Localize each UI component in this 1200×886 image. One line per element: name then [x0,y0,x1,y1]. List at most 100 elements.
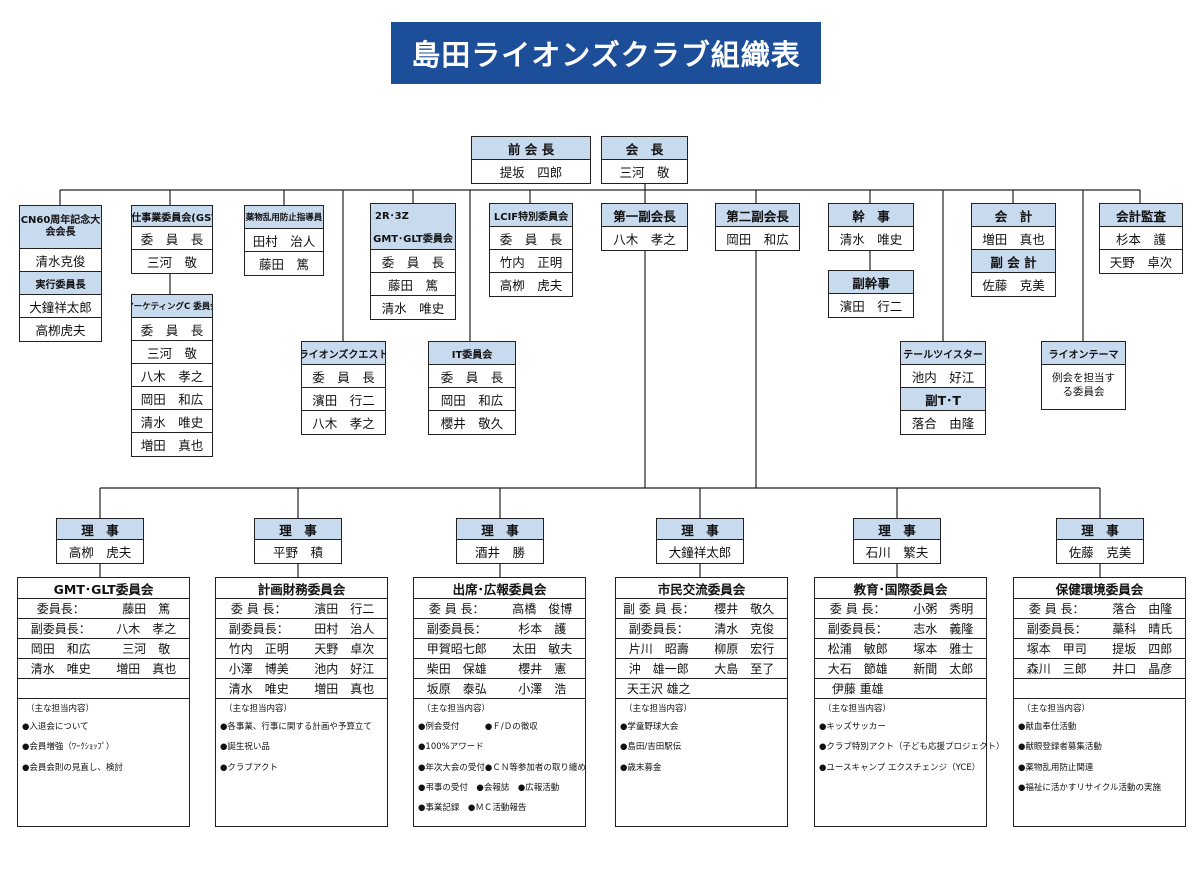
treasurer-role: 会 計 [972,204,1055,227]
marketing-role: マーケティングC 委員会 [132,295,212,318]
lions-quest-title: 委 員 長 [302,365,385,388]
duties-heading: （主な担当内容） [26,704,95,714]
it-title: 委 員 長 [429,365,515,388]
committee-cell: 委 員 長： [230,602,287,616]
committee-cell: 小澤 博美 [228,662,289,676]
committee-cell: 増田 真也 [314,682,375,696]
it-box: IT委員会 委 員 長 岡田 和広 櫻井 敬久 [428,341,516,435]
duty-item: ●島田/吉田駅伝 [620,742,682,753]
committee-row: 委 員 長：濱田 行二 [216,599,387,619]
committee-cell: 大島 至了 [714,662,775,676]
committee-row: 柴田 保雄櫻井 憲 [414,659,585,679]
committee-cell: 沖 雄一郎 [628,662,689,676]
committee-row: 委 員 長：落合 由隆 [1014,599,1185,619]
committee-cell: 副 委 員 長： [623,602,695,616]
committee-title: 教育･国際委員会 [815,578,986,599]
gst-name: 三河 敬 [146,255,197,270]
committee-table: 市民交流委員会 副 委 員 長：櫻井 敬久 副委員長：清水 克俊 片川 昭壽柳原… [615,577,788,827]
committee-row: 副委員長：藁科 晴氏 [1014,619,1185,639]
committee-cell: 甲賀昭七郎 [426,642,487,656]
committee-cell: 志水 義隆 [913,622,974,636]
director-box: 理 事 石川 繁夫 [853,518,941,564]
committee-cell: 八木 孝之 [116,622,177,636]
lion-theme-role: ライオンテーマ [1042,342,1125,365]
tail-twister-box: テールツイスター 池内 好江 副T･T 落合 由隆 [900,341,986,435]
duty-item: ●会員増強（ﾜｰｸｼｮｯﾌﾟ） [22,742,115,753]
duty-item: ●入退会について [22,722,89,733]
vice-treasurer-role: 副 会 計 [972,250,1055,273]
committee-row: 甲賀昭七郎太田 敏夫 [414,639,585,659]
committee-row [1014,679,1185,699]
duty-item: ●誕生祝い品 [220,742,270,753]
marketing-title: 委 員 長 [132,318,212,341]
director-name: 平野 積 [272,545,323,560]
committee-table: 教育･国際委員会 委 員 長：小粥 秀明 副委員長：志水 義隆 松浦 敏郎 塚本 … [814,577,1005,827]
vice-tail-twister-name: 落合 由隆 [911,416,975,431]
president-box: 会 長 三河 敬 [601,136,688,184]
committee-cell: 岡田 和広 [30,642,91,656]
committee-cell: 塚本 雅士 [913,642,974,656]
committee-table: 計画財務委員会 委 員 長：濱田 行二 副委員長：田村 治人 竹内 正明天野 卓… [215,577,388,827]
drug-box: 薬物乱用防止指導員 田村 治人 藤田 篤 [244,205,324,276]
treasurer-box: 会 計 増田 真也 副 会 計 佐藤 克美 [971,203,1056,297]
gst-box: 奉仕事業委員会(GST) 委 員 長 三河 敬 [131,205,213,274]
vice-secretary-role: 副幹事 [829,271,913,294]
lions-quest-role: ライオンズクエスト [302,342,385,365]
page-title: 島田ライオンズクラブ組織表 [391,22,821,84]
committee-cell: 坂原 泰弘 [426,682,487,696]
drug-member: 藤田 篤 [258,257,309,272]
vp2-role: 第二副会長 [716,204,799,227]
director-name: 大鐘祥太郎 [668,545,732,560]
committee-cell [104,679,190,698]
committee-row: 副委員長：志水 義隆 [815,619,986,639]
treasurer-name: 増田 真也 [972,227,1055,250]
committee-cell: 新間 太郎 [913,662,974,676]
committee-row [18,679,189,699]
committee-cell: 藤田 篤 [122,602,171,616]
vp1-box: 第一副会長 八木 孝之 [601,203,688,251]
committee-cell: 委 員 長： [829,602,886,616]
director-role: 理 事 [57,519,143,540]
vice-secretary-box: 副幹事 濱田 行二 [828,270,914,318]
committee-duties: （主な担当内容） ●キッズサッカー ●クラブ特別アクト（子ども応援プロジェクト）… [815,699,1005,788]
committee-row: 岡田 和広三河 敬 [18,639,189,659]
committee-row: 坂原 泰弘 小澤 浩 [414,679,585,699]
drug-role: 薬物乱用防止指導員 [245,206,323,229]
committee-cell: 小澤 浩 [518,682,567,696]
committee-row: 小澤 博美池内 好江 [216,659,387,679]
president-name: 三河 敬 [619,165,670,180]
director-box: 理 事 平野 積 [254,518,342,564]
committee-row: 委 員 長：小粥 秀明 [815,599,986,619]
vp2-name: 岡田 和広 [726,232,789,247]
marketing-member: 清水 唯史 [132,410,212,433]
committee-cell: 松浦 敏郎 [827,642,888,656]
cn60-member: 大鐘祥太郎 [20,295,101,318]
gmt-member: 藤田 篤 [371,273,455,296]
lions-quest-member: 八木 孝之 [312,416,375,431]
duties-heading: （主な担当内容） [823,704,892,714]
gmt-title: 委 員 長 [371,250,455,273]
committee-row: 天王沢 雄之 [616,679,787,699]
duty-item: ●歳末募金 [620,762,662,773]
lions-quest-member: 濱田 行二 [302,388,385,411]
director-name: 石川 繁夫 [865,545,929,560]
duty-item: ●事業記録 ●ＭＣ活動報告 [418,802,527,813]
committee-cell: 委 員 長： [428,602,485,616]
duty-item: ●弔事の受付 ●会報誌 ●広報活動 [418,782,560,793]
committee-title: 保健環境委員会 [1014,578,1185,599]
committee-row: 伊藤 重雄 [815,679,986,699]
committee-cell: 委 員 長： [1028,602,1085,616]
committee-cell: 副委員長： [628,622,689,636]
cn60-box: CN60周年記念大会会長 清水克俊 実行委員長 大鐘祥太郎 高栁虎夫 [19,205,102,342]
committee-row: 副委員長：田村 治人 [216,619,387,639]
gst-title: 委 員 長 [132,227,212,250]
duty-item: ●キッズサッカー [819,722,886,733]
committee-cell: 柴田 保雄 [426,662,487,676]
committee-row: 塚本 甲司提坂 四郎 [1014,639,1185,659]
committee-row: 松浦 敏郎 塚本 雅士 [815,639,986,659]
committee-cell [702,679,788,698]
lcif-box: LCIF特別委員会 委 員 長 竹内 正明 高栁 虎夫 [489,203,573,297]
marketing-member: 増田 真也 [140,438,204,453]
drug-member: 田村 治人 [245,229,323,252]
